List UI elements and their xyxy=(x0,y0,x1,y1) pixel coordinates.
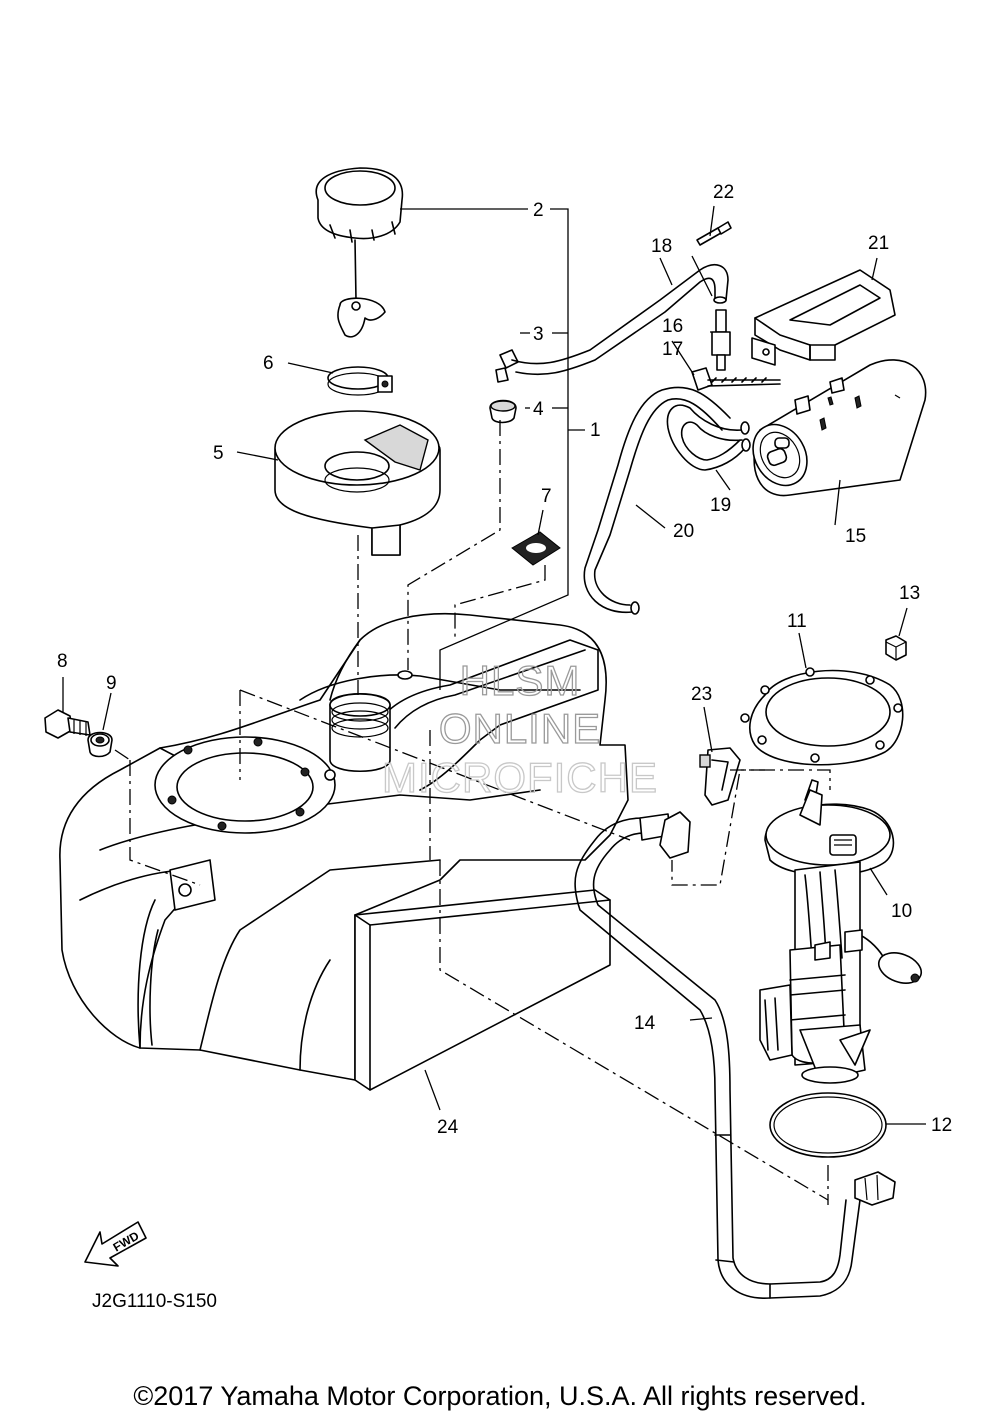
callout-2: 2 xyxy=(533,200,544,221)
callout-7: 7 xyxy=(541,486,552,507)
callout-5: 5 xyxy=(213,443,224,464)
part-20-hose[interactable] xyxy=(583,386,731,615)
part-12-o-ring[interactable] xyxy=(769,1092,887,1158)
callout-9: 9 xyxy=(106,673,117,694)
part-19-hose[interactable] xyxy=(666,404,751,471)
center-lines xyxy=(114,420,831,1205)
part-16-valve[interactable] xyxy=(711,309,731,371)
part-5-filler-cover[interactable] xyxy=(274,410,441,556)
callout-23: 23 xyxy=(691,684,712,705)
callout-14: 14 xyxy=(634,1013,656,1034)
part-13-nut[interactable] xyxy=(885,635,907,661)
callout-19: 19 xyxy=(710,495,731,516)
part-11-gasket[interactable] xyxy=(740,667,904,766)
callout-10: 10 xyxy=(891,901,912,922)
leader-lines xyxy=(62,205,926,1125)
part-22-bolt[interactable] xyxy=(696,221,732,246)
callout-24: 24 xyxy=(437,1117,459,1138)
watermark-line-3: MICROFICHE xyxy=(382,754,658,801)
callout-22: 22 xyxy=(713,182,734,203)
callout-3: 3 xyxy=(533,324,544,345)
part-9-collar[interactable] xyxy=(87,731,113,758)
callout-18: 18 xyxy=(651,236,672,257)
part-10-fuel-pump[interactable] xyxy=(759,779,925,1084)
vent-hole xyxy=(397,670,413,680)
diagram-code: J2G1110-S150 xyxy=(92,1291,217,1312)
callout-16: 16 xyxy=(662,316,683,337)
part-17-strap[interactable] xyxy=(691,367,781,391)
part-7-label[interactable] xyxy=(511,531,561,566)
part-24-pad[interactable] xyxy=(354,889,611,1091)
callout-15: 15 xyxy=(845,526,866,547)
callout-6: 6 xyxy=(263,353,274,374)
fwd-arrow-icon: FWD xyxy=(84,1221,147,1267)
callout-13: 13 xyxy=(899,583,920,604)
callout-1: 1 xyxy=(590,420,601,441)
callout-17: 17 xyxy=(662,339,683,360)
copyright-text: ©2017 Yamaha Motor Corporation, U.S.A. A… xyxy=(133,1381,867,1411)
callout-8: 8 xyxy=(57,651,68,672)
part-15-canister[interactable] xyxy=(742,359,927,497)
watermark: HLSM ONLINE MICROFICHE xyxy=(381,656,658,801)
part-3-fitting[interactable] xyxy=(495,349,519,383)
fuel-tank[interactable] xyxy=(59,612,629,1081)
watermark-line-2: ONLINE xyxy=(439,705,601,752)
callout-20: 20 xyxy=(673,521,694,542)
callout-21: 21 xyxy=(868,233,889,254)
part-23-connector[interactable] xyxy=(699,747,741,806)
part-4-grommet[interactable] xyxy=(489,399,517,424)
filler-neck[interactable] xyxy=(329,692,391,773)
part-14-fuel-hose[interactable] xyxy=(574,811,896,1299)
callout-11: 11 xyxy=(787,611,807,632)
callout-12: 12 xyxy=(931,1115,952,1136)
part-2-fuel-cap[interactable] xyxy=(315,167,404,338)
part-21-bracket[interactable] xyxy=(751,269,896,366)
watermark-line-1: HLSM xyxy=(460,657,581,704)
callout-labels: 2 3 4 1 6 5 7 8 9 22 18 21 16 17 19 20 1… xyxy=(57,182,952,1138)
tank-pump-opening xyxy=(154,736,336,834)
part-6-clamp[interactable] xyxy=(327,366,393,396)
part-8-bolt[interactable] xyxy=(44,709,91,739)
part-18-hose[interactable] xyxy=(511,264,729,376)
callout-4: 4 xyxy=(533,399,544,420)
